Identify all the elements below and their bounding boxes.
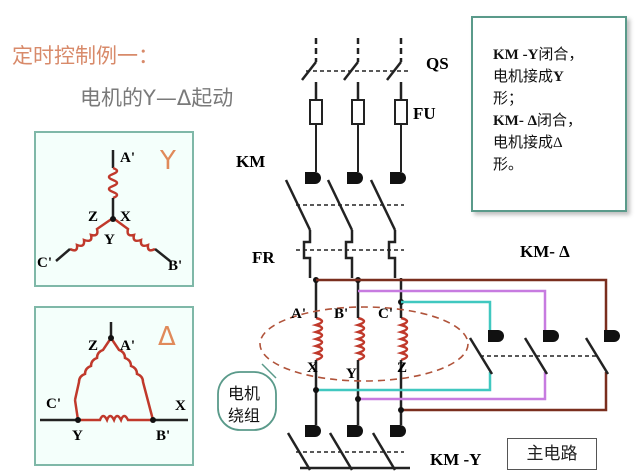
delta-coil-right: [109, 337, 155, 421]
cyan-wire-top: [401, 300, 492, 330]
label-y: Y: [346, 366, 357, 382]
delta-node-top: [108, 335, 114, 341]
note-line-3: 形；: [493, 91, 524, 107]
note-line-2: 电机接成Y: [493, 69, 564, 85]
fr-relay: [296, 230, 404, 278]
winding-b: [353, 316, 366, 362]
motor-windings: [311, 316, 409, 362]
qs-switch: [301, 38, 408, 100]
star-neutral-node: [110, 216, 116, 222]
star-label-x: X: [120, 209, 131, 225]
winding-leads: [314, 310, 403, 425]
fu-fuses: [309, 99, 408, 172]
km-delta-contacts: [468, 330, 620, 375]
delta-node-left: [75, 417, 81, 423]
winding-callout-line2: 绕组: [228, 406, 261, 425]
label-z: Z: [397, 360, 408, 376]
delta-coil-bottom: [73, 399, 153, 424]
star-label-y: Y: [104, 232, 115, 248]
star-label-a-prime: A': [120, 150, 135, 166]
label-qs: QS: [426, 54, 449, 73]
label-fu: FU: [413, 104, 436, 123]
diagram-title: 定时控制例一：: [12, 44, 159, 68]
km-contacts: [284, 172, 406, 231]
note-line-5: 电机接成Δ: [493, 135, 563, 151]
star-coil-c: [69, 216, 114, 252]
star-symbol: Y: [160, 146, 176, 176]
star-diagram: [55, 150, 171, 262]
star-coil-b: [112, 216, 156, 252]
winding-callout-line1: 电机: [228, 384, 261, 403]
note-line-6: 形。: [493, 157, 524, 173]
label-fr: FR: [252, 248, 275, 267]
note-line-4: KM- Δ闭合，: [493, 113, 582, 129]
diagram-subtitle: 电机的Y—Δ起动: [80, 86, 234, 110]
star-label-c-prime: C': [37, 255, 52, 271]
main-circuit-label: 主电路: [507, 438, 597, 470]
delta-label-z: Z: [88, 338, 99, 354]
star-coil-a: [107, 166, 119, 200]
delta-label-y: Y: [72, 428, 83, 444]
delta-label-x: X: [175, 398, 186, 414]
star-label-b-prime: B': [168, 258, 183, 274]
star-label-z: Z: [88, 209, 99, 225]
brown-wire-bottom: [401, 372, 608, 412]
label-km-delta: KM- Δ: [520, 242, 570, 261]
delta-symbol: Δ: [158, 322, 176, 352]
winding-callout-bubble: [217, 371, 277, 431]
cyan-wire-bottom: [316, 372, 492, 392]
delta-diagram: [40, 322, 188, 424]
note-line-1: KM -Y闭合，: [493, 47, 584, 63]
explanation-note: KM -Y闭合， 电机接成Y 形； KM- Δ闭合， 电机接成Δ 形。: [471, 16, 627, 212]
winding-highlight-ellipse: [259, 306, 469, 382]
km-y-contacts: [286, 425, 410, 471]
label-x: X: [307, 360, 318, 376]
winding-a: [311, 316, 324, 362]
delta-label-c-prime: C': [46, 396, 61, 412]
delta-connection-panel: [34, 306, 194, 466]
purple-wire-bottom: [358, 372, 547, 401]
brown-wire: [316, 278, 608, 330]
purple-wire-top: [358, 289, 547, 330]
label-km: KM: [236, 152, 266, 171]
delta-label-b-prime: B': [156, 428, 171, 444]
delta-coil-left: [73, 337, 113, 401]
label-b-prime: B': [334, 306, 349, 322]
label-a-prime: A': [291, 306, 306, 322]
winding-c: [396, 316, 409, 362]
delta-node-right: [150, 417, 156, 423]
delta-label-a-prime: A': [120, 338, 135, 354]
label-c-prime: C': [378, 306, 393, 322]
label-km-y: KM -Y: [430, 450, 482, 469]
